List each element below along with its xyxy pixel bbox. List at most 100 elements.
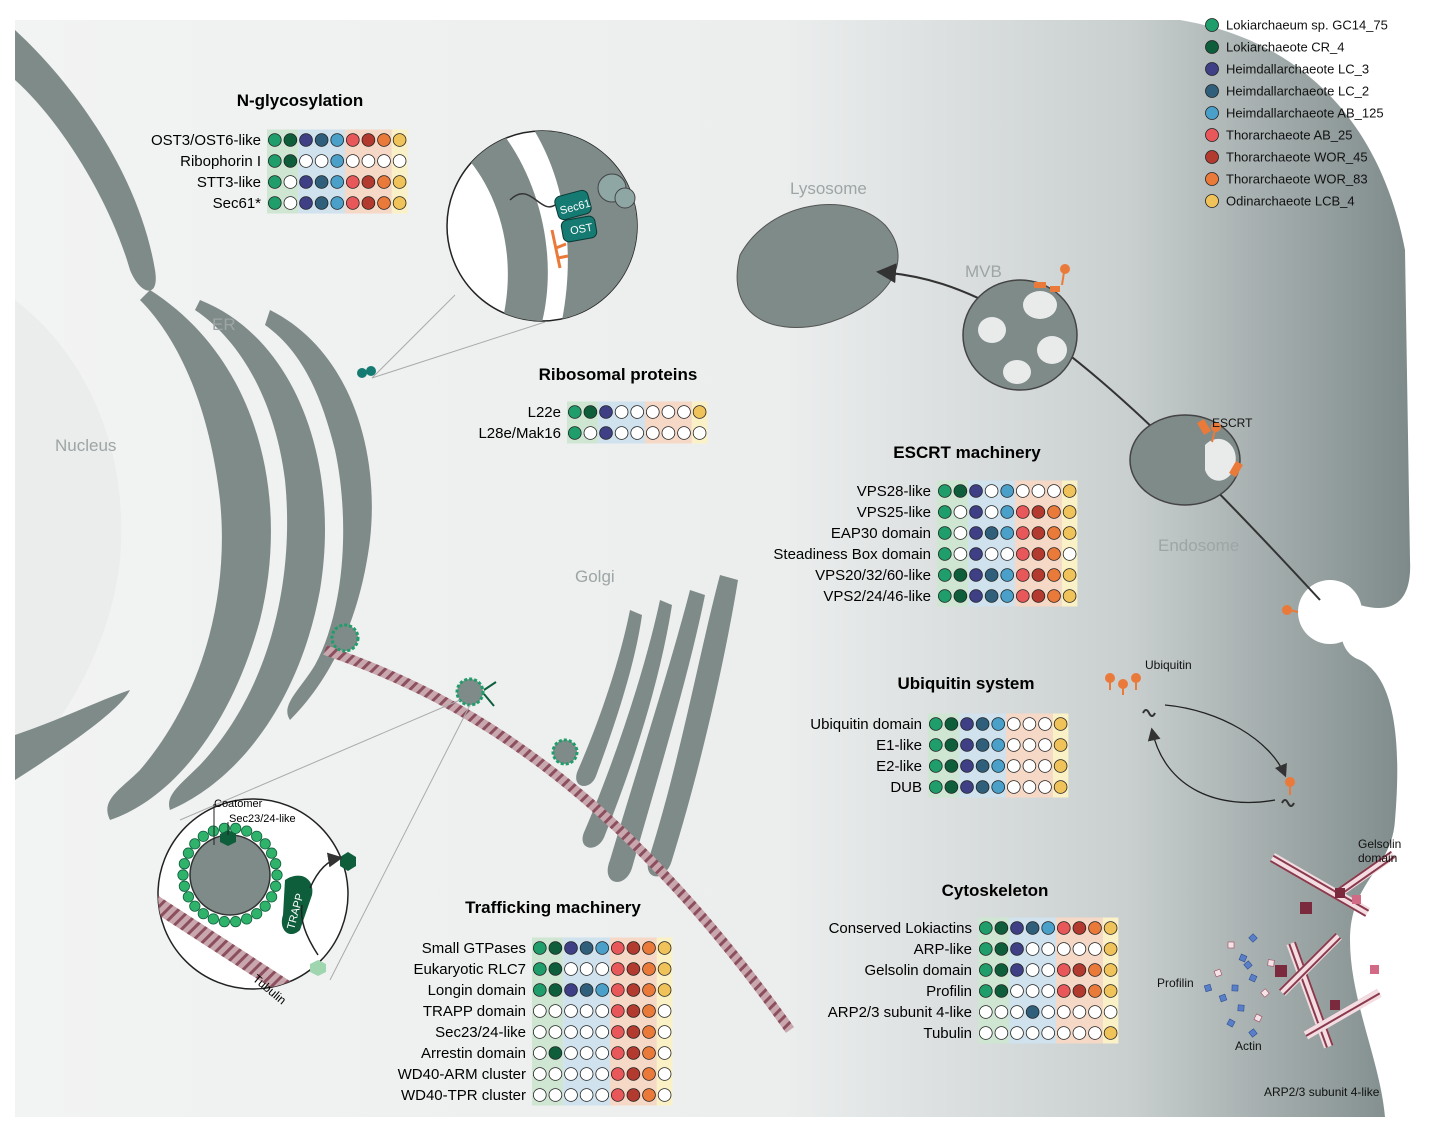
absence-dot bbox=[1072, 942, 1087, 956]
presence-dot bbox=[1015, 547, 1030, 561]
absence-dot bbox=[1088, 942, 1102, 956]
er-sheet-1 bbox=[107, 290, 271, 820]
absence-dot bbox=[657, 1046, 672, 1060]
presence-dot bbox=[610, 1025, 625, 1039]
absence-dot bbox=[1047, 484, 1061, 498]
absence-dot bbox=[630, 426, 644, 440]
er-sheet-4 bbox=[15, 690, 130, 780]
absence-dot bbox=[595, 1088, 609, 1102]
gene-label: Ribophorin I bbox=[180, 153, 261, 170]
presence-dot bbox=[928, 717, 943, 731]
gene-label: ARP-like bbox=[914, 941, 972, 958]
profilin-monomer bbox=[1248, 933, 1258, 943]
absence-dot bbox=[579, 1088, 594, 1102]
presence-dot bbox=[345, 175, 360, 189]
er-sheet-2 bbox=[169, 300, 325, 810]
nucleus-label: Nucleus bbox=[55, 436, 116, 455]
legend-swatch bbox=[1205, 18, 1219, 32]
legend-label: Heimdallarchaeote LC_3 bbox=[1226, 62, 1369, 77]
presence-dot bbox=[377, 196, 391, 210]
gene-label: TRAPP domain bbox=[423, 1003, 526, 1020]
presence-dot bbox=[1010, 942, 1024, 956]
profilin-monomer bbox=[1253, 1013, 1263, 1023]
presence-dot bbox=[969, 568, 983, 582]
presence-dot bbox=[330, 154, 345, 168]
legend-label: Thorarchaeote AB_25 bbox=[1226, 128, 1352, 143]
presence-dot bbox=[657, 962, 672, 976]
gene-label: OST3/OST6-like bbox=[151, 132, 261, 149]
presence-dot bbox=[314, 175, 329, 189]
presence-dot bbox=[692, 405, 707, 419]
presence-dot bbox=[1053, 738, 1068, 752]
presence-dot bbox=[944, 717, 959, 731]
coat-subunit bbox=[230, 822, 242, 834]
presence-dot bbox=[361, 175, 376, 189]
presence-dot bbox=[944, 738, 959, 752]
taxon-group-band bbox=[968, 480, 1015, 607]
presence-dot bbox=[267, 196, 282, 210]
gene-label: Tubulin bbox=[923, 1025, 972, 1042]
microtubule-track bbox=[323, 645, 795, 1033]
absence-dot bbox=[1006, 759, 1021, 773]
gene-label: Ubiquitin domain bbox=[810, 716, 922, 733]
absence-dot bbox=[564, 1067, 578, 1081]
presence-dot bbox=[657, 983, 672, 997]
legend-item: Heimdallarchaeote LC_3 bbox=[1205, 62, 1369, 77]
coat-subunit bbox=[182, 847, 194, 859]
absence-dot bbox=[978, 1005, 993, 1019]
absence-dot bbox=[1006, 780, 1021, 794]
absence-dot bbox=[1010, 1026, 1024, 1040]
presence-dot bbox=[1057, 963, 1071, 977]
presence-dot bbox=[991, 738, 1005, 752]
gene-label: Conserved Lokiactins bbox=[829, 920, 972, 937]
absence-dot bbox=[532, 1004, 547, 1018]
absence-dot bbox=[1025, 963, 1040, 977]
presence-dot bbox=[1072, 921, 1087, 935]
gene-label: Eukaryotic RLC7 bbox=[413, 961, 526, 978]
presence-dot bbox=[1010, 963, 1024, 977]
cell-membrane bbox=[15, 20, 1411, 1117]
presence-dot bbox=[975, 759, 990, 773]
presence-dot bbox=[978, 984, 993, 998]
profilin-monomer bbox=[1231, 984, 1239, 992]
absence-dot bbox=[392, 154, 407, 168]
absence-dot bbox=[1038, 738, 1052, 752]
presence-dot bbox=[392, 196, 407, 210]
absence-dot bbox=[1031, 484, 1046, 498]
gene-label: L22e bbox=[528, 404, 561, 421]
presence-dot bbox=[299, 133, 313, 147]
coat-subunit bbox=[251, 908, 263, 920]
absence-dot bbox=[657, 1067, 672, 1081]
gene-label: VPS28-like bbox=[857, 483, 931, 500]
presence-dot bbox=[267, 175, 282, 189]
profilin-monomer bbox=[1237, 1004, 1245, 1012]
gene-label: Longin domain bbox=[428, 982, 526, 999]
presence-dot bbox=[1103, 942, 1118, 956]
coat-subunit bbox=[241, 913, 253, 925]
presence-dot bbox=[1025, 1005, 1040, 1019]
presence-dot bbox=[937, 526, 952, 540]
copii-vesicle-2 bbox=[455, 677, 497, 707]
presence-dot bbox=[1031, 568, 1046, 582]
sec2324-label: Sec23/24-like bbox=[229, 813, 296, 825]
presence-dot bbox=[610, 1004, 625, 1018]
presence-dot bbox=[599, 426, 613, 440]
presence-dot bbox=[532, 962, 547, 976]
profilin-monomer bbox=[1248, 1028, 1258, 1038]
presence-dot bbox=[610, 1046, 625, 1060]
presence-dot bbox=[1062, 484, 1077, 498]
presence-dot bbox=[1103, 963, 1118, 977]
absence-dot bbox=[661, 405, 676, 419]
taxon-group-band bbox=[1015, 480, 1062, 607]
absence-dot bbox=[978, 1026, 993, 1040]
legend-swatch bbox=[1205, 128, 1219, 142]
presence-dot bbox=[1047, 505, 1061, 519]
presence-dot bbox=[1010, 921, 1024, 935]
endosome-label: Endosome bbox=[1158, 536, 1239, 555]
presence-dot bbox=[642, 941, 656, 955]
presence-dot bbox=[299, 196, 313, 210]
absence-dot bbox=[953, 547, 968, 561]
absence-dot bbox=[548, 1025, 563, 1039]
